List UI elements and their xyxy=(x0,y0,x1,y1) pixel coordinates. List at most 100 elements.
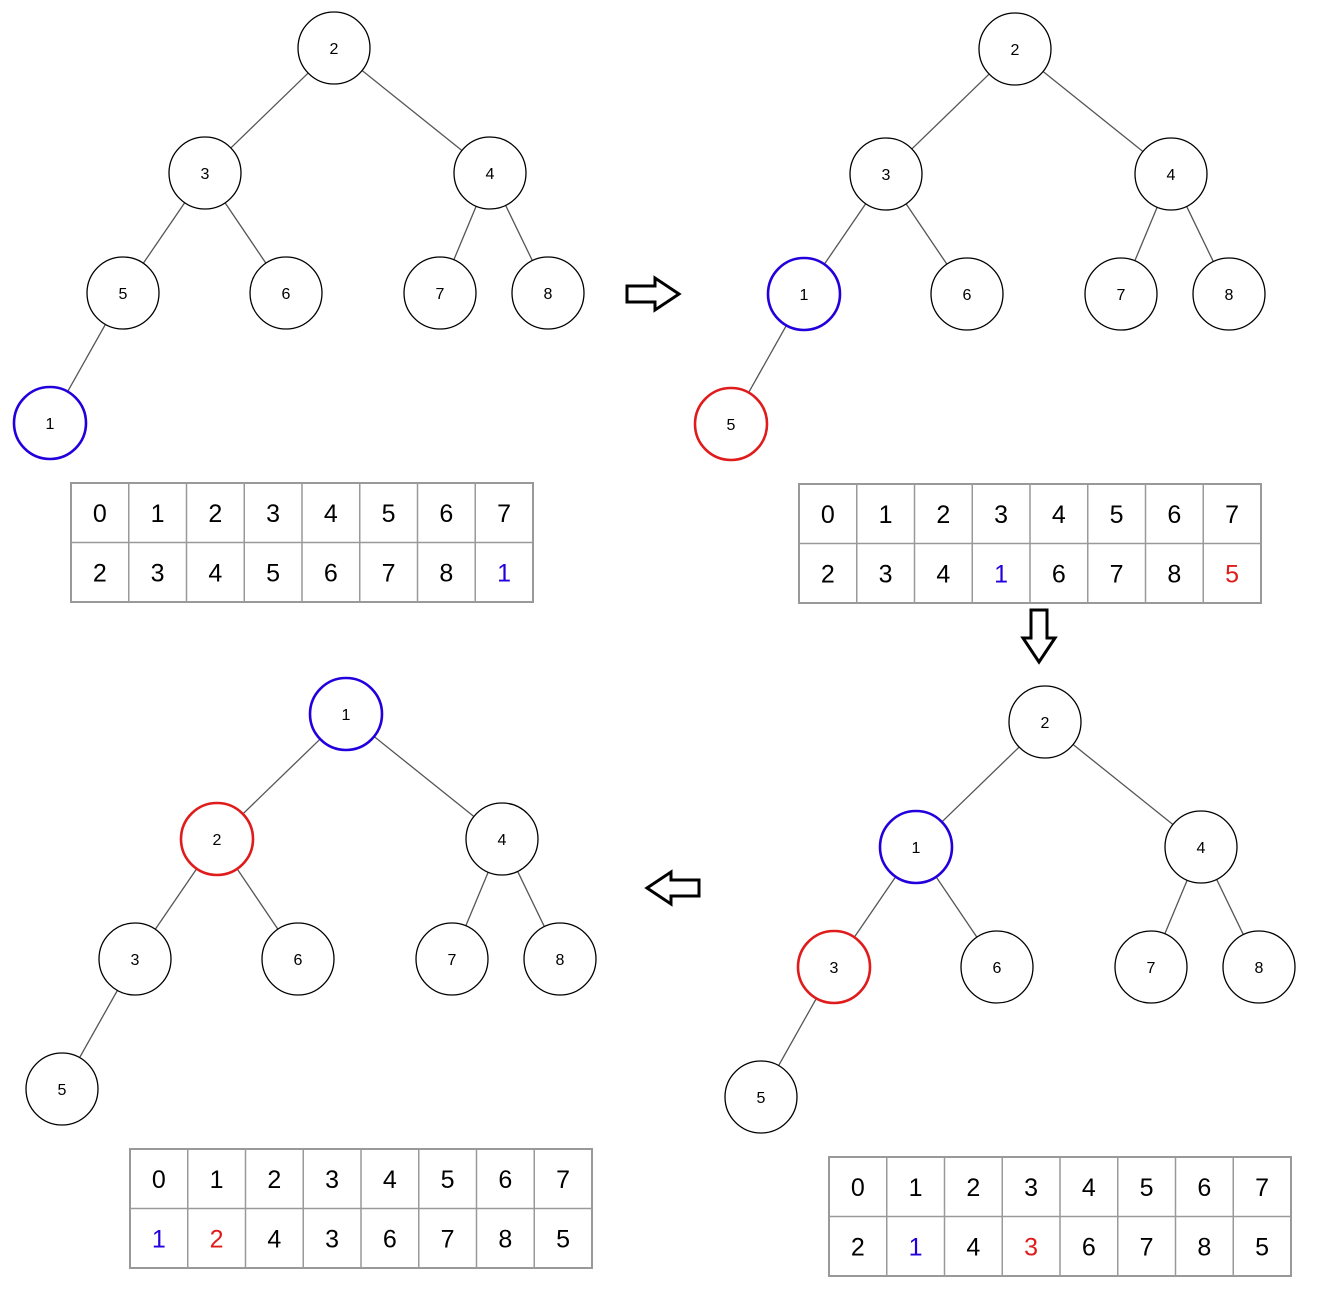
tree-node-circle xyxy=(1008,685,1082,759)
array-value-cell: 2 xyxy=(821,560,835,588)
tree-edge xyxy=(941,746,1020,823)
tree-node: 7 xyxy=(1114,930,1188,1004)
array-index-cell: 1 xyxy=(151,500,165,528)
tree-node: 3 xyxy=(796,929,872,1005)
array-index-cell: 2 xyxy=(936,501,950,529)
tree-edge xyxy=(67,324,106,392)
array-index-cell: 6 xyxy=(1197,1174,1211,1202)
array-index-cell: 5 xyxy=(1140,1174,1154,1202)
array-index-cell: 2 xyxy=(966,1174,980,1202)
tree-edge xyxy=(1072,744,1174,825)
tree-node-label: 8 xyxy=(544,286,553,303)
tree-node: 2 xyxy=(978,12,1052,86)
tree-node: 3 xyxy=(98,922,172,996)
array-value-cell: 5 xyxy=(266,559,280,587)
array-value-cell: 7 xyxy=(1140,1233,1154,1261)
tree-node-label: 7 xyxy=(436,286,445,303)
tree-edge xyxy=(154,868,198,930)
tree-node: 3 xyxy=(168,136,242,210)
tree-node-label: 4 xyxy=(1197,840,1206,857)
array-value-cell: 1 xyxy=(152,1225,166,1253)
tree-node-label: 8 xyxy=(556,952,565,969)
tree-node: 7 xyxy=(1084,257,1158,331)
array-index-cell: 4 xyxy=(1052,501,1066,529)
tree-edge xyxy=(748,325,787,393)
tree-node-label: 5 xyxy=(119,286,128,303)
tree-node: 6 xyxy=(249,256,323,330)
tree-edge xyxy=(823,203,867,265)
tree-node-label: 7 xyxy=(448,952,457,969)
tree-node: 5 xyxy=(724,1060,798,1134)
tree-node-circle xyxy=(930,257,1004,331)
tree-node: 8 xyxy=(1192,257,1266,331)
array-index-cell: 3 xyxy=(266,500,280,528)
tree-edge xyxy=(79,990,118,1058)
tree-node-label: 2 xyxy=(213,832,222,849)
tree-edge xyxy=(1134,206,1158,262)
array-value-cell: 1 xyxy=(909,1233,923,1261)
array-value-cell: 3 xyxy=(151,559,165,587)
array-value-cell: 8 xyxy=(498,1225,512,1253)
array-index-cell: 6 xyxy=(439,500,453,528)
tree-node: 7 xyxy=(403,256,477,330)
tree-edge xyxy=(373,736,475,817)
tree-node: 5 xyxy=(693,386,769,462)
tree-edge xyxy=(935,876,978,938)
array-value-cell: 7 xyxy=(382,559,396,587)
array-index-cell: 4 xyxy=(383,1166,397,1194)
array-index-cell: 6 xyxy=(1167,501,1181,529)
array-index-cell: 0 xyxy=(851,1174,865,1202)
array-index-cell: 3 xyxy=(325,1166,339,1194)
tree-node: 5 xyxy=(25,1052,99,1126)
tree-node: 4 xyxy=(1164,810,1238,884)
tree-node: 6 xyxy=(930,257,1004,331)
tree-edge xyxy=(905,203,948,265)
tree-node-label: 5 xyxy=(757,1090,766,1107)
tree-node-label: 3 xyxy=(830,960,839,977)
tree-node: 2 xyxy=(179,801,255,877)
tree-node-circle xyxy=(179,801,255,877)
tree-edge xyxy=(1186,206,1214,262)
tree-node: 1 xyxy=(12,385,88,461)
array-index-cell: 2 xyxy=(208,500,222,528)
tree-node-circle xyxy=(978,12,1052,86)
tree-node-circle xyxy=(766,256,842,332)
array-value-cell: 6 xyxy=(383,1225,397,1253)
tree-node-circle xyxy=(849,137,923,211)
array-index-cell: 0 xyxy=(93,500,107,528)
array-index-cell: 1 xyxy=(879,501,893,529)
hollow-arrow-down-icon xyxy=(1020,608,1058,665)
array-value-cell: 5 xyxy=(556,1225,570,1253)
array-value-cell: 4 xyxy=(966,1233,980,1261)
tree-node-label: 8 xyxy=(1255,960,1264,977)
tree-node-label: 6 xyxy=(294,952,303,969)
array-value-cell: 1 xyxy=(994,560,1008,588)
array-value-cell: 3 xyxy=(1024,1233,1038,1261)
tree-edge xyxy=(142,202,186,264)
array-value-cell: 2 xyxy=(851,1233,865,1261)
tree-node-circle xyxy=(261,922,335,996)
array-index-cell: 0 xyxy=(152,1166,166,1194)
array-value-cell: 3 xyxy=(325,1225,339,1253)
tree-node-circle xyxy=(878,809,954,885)
array-value-cell: 4 xyxy=(208,559,222,587)
array-value-cell: 8 xyxy=(1197,1233,1211,1261)
array-index-cell: 1 xyxy=(909,1174,923,1202)
array-value-cell: 5 xyxy=(1255,1233,1269,1261)
hollow-arrow-right-icon xyxy=(625,275,682,313)
array-index-cell: 3 xyxy=(1024,1174,1038,1202)
tree-node: 1 xyxy=(308,676,384,752)
tree-node-label: 2 xyxy=(330,41,339,58)
tree-node-circle xyxy=(1164,810,1238,884)
tree-edge xyxy=(778,998,817,1066)
array-index-cell: 5 xyxy=(1110,501,1124,529)
array-value-cell: 7 xyxy=(1110,560,1124,588)
array-value-cell: 7 xyxy=(441,1225,455,1253)
tree-node-circle xyxy=(724,1060,798,1134)
